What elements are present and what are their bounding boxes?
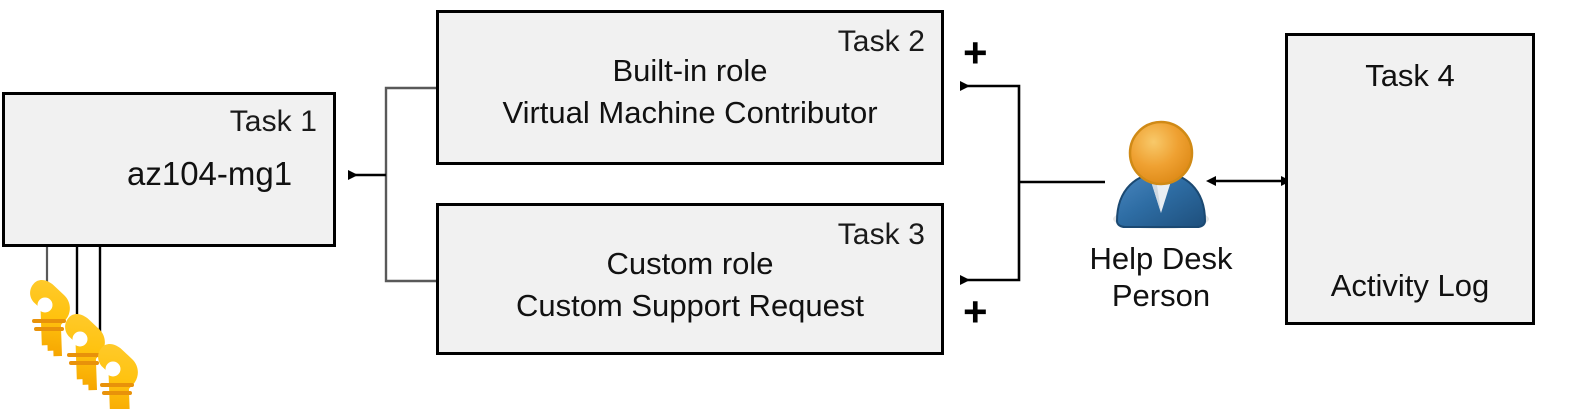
connector-tasks-to-task1 xyxy=(348,86,436,283)
task1-box[interactable]: Task 1 az104-mg1 xyxy=(2,92,336,247)
task1-label: az104-mg1 xyxy=(127,155,293,192)
connector-person-to-tasks xyxy=(960,81,1105,285)
task4-label: Activity Log xyxy=(1330,268,1490,303)
task2-box[interactable]: Task 2 Built-in role Virtual Machine Con… xyxy=(436,10,944,165)
user-icon xyxy=(1113,120,1209,229)
task4-tag: Task 4 xyxy=(1365,58,1455,93)
task3-line2: Custom Support Request xyxy=(515,288,865,323)
person-caption-line1: Help Desk xyxy=(1089,241,1233,276)
task2-line2: Virtual Machine Contributor xyxy=(502,95,878,130)
keys-icon xyxy=(30,280,138,409)
task4-box[interactable]: Task 4 Activity Log xyxy=(1285,33,1535,325)
person-caption-line2: Person xyxy=(1111,277,1211,313)
task1-tag: Task 1 xyxy=(229,105,317,138)
task3-tag: Task 3 xyxy=(837,218,925,251)
plus-sign-bottom: + xyxy=(963,288,988,335)
plus-sign-top: + xyxy=(963,29,988,76)
task3-box[interactable]: Task 3 Custom role Custom Support Reques… xyxy=(436,203,944,355)
task2-tag: Task 2 xyxy=(837,25,925,58)
person-caption: Help Desk Person xyxy=(1066,241,1256,314)
task3-line1: Custom role xyxy=(606,246,774,281)
task2-line1: Built-in role xyxy=(612,53,768,88)
